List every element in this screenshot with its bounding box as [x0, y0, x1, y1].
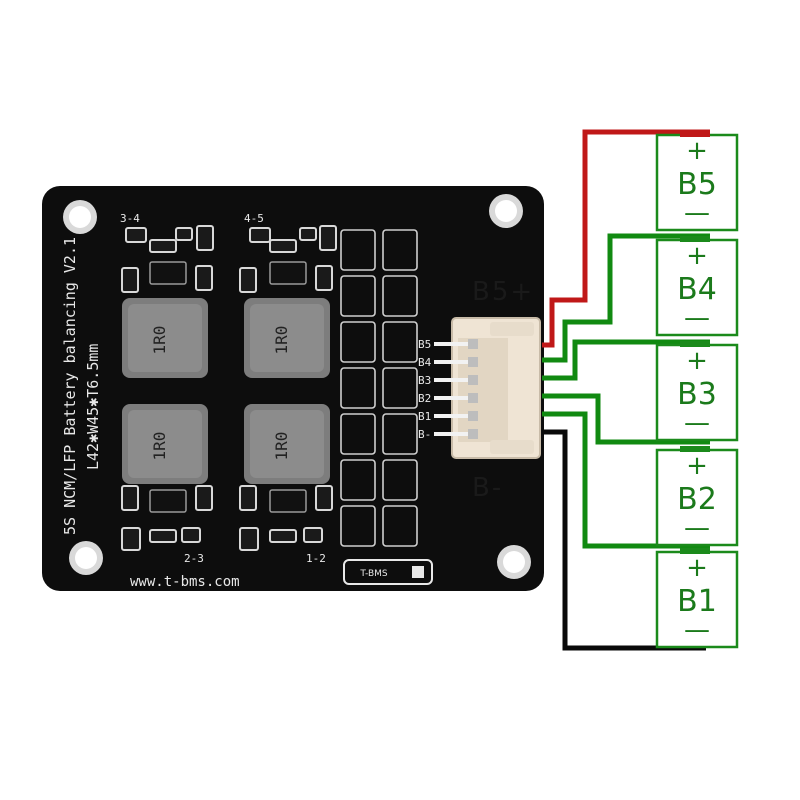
pad	[382, 229, 418, 271]
cell-terminal	[680, 548, 710, 554]
mounting-hole-top-left	[63, 200, 97, 234]
connector-slot	[468, 393, 478, 403]
connector-pin	[434, 396, 470, 400]
pad	[382, 413, 418, 455]
battery-cell-b3: +B3—	[655, 341, 739, 442]
connector-pin	[434, 432, 470, 436]
pad	[382, 275, 418, 317]
pad	[382, 367, 418, 409]
mounting-hole-bottom-right	[497, 545, 531, 579]
pad-grid	[340, 229, 418, 547]
inductor-top-left: 1R0	[122, 298, 208, 378]
battery-cell-b5: +B5—	[655, 131, 739, 232]
inductor-top-right: 1R0	[244, 298, 330, 378]
wire-b3	[542, 339, 710, 381]
sot-transistors	[149, 261, 307, 513]
pad	[340, 321, 376, 363]
inductor-marking: 1R0	[150, 326, 169, 355]
pair-label-2-3: 2-3	[184, 552, 204, 565]
cell-label: B2	[677, 482, 717, 517]
cell-plus-sign: +	[686, 451, 708, 481]
wire-b1	[542, 411, 710, 549]
pad	[382, 321, 418, 363]
wire-b5-positive	[542, 129, 710, 348]
wire-b4	[542, 233, 710, 363]
battery-cells: +B5—+B4—+B3—+B2—+B1—	[655, 131, 739, 649]
inductor-bottom-left: 1R0	[122, 404, 208, 484]
pin-label-b5: B5	[418, 338, 431, 351]
battery-cell-b4: +B4—	[655, 236, 739, 337]
pin-label-b3: B3	[418, 374, 431, 387]
positive-terminal-label: B5+	[472, 277, 534, 307]
cell-terminal	[680, 341, 710, 347]
inductor-marking: 1R0	[150, 432, 169, 461]
wiring	[542, 129, 710, 651]
wire-b-negative	[542, 429, 706, 651]
connector-pin	[434, 378, 470, 382]
tbms-logo: T-BMS	[343, 559, 433, 585]
cell-minus-sign: —	[684, 615, 710, 645]
inductor-marking: 1R0	[272, 432, 291, 461]
mounting-hole-top-right	[489, 194, 523, 228]
pad	[340, 505, 376, 547]
cell-plus-sign: +	[686, 241, 708, 271]
pad	[382, 505, 418, 547]
connector-slot	[468, 357, 478, 367]
website-url: www.t-bms.com	[130, 574, 240, 590]
pad	[340, 229, 376, 271]
board-dimensions: L42✱W45✱T6.5mm	[84, 344, 102, 470]
cell-minus-sign: —	[684, 408, 710, 438]
cell-minus-sign: —	[684, 303, 710, 333]
cell-outline	[655, 550, 739, 649]
logo-text: T-BMS	[359, 569, 388, 579]
cell-plus-sign: +	[686, 346, 708, 376]
connector-pins	[434, 339, 478, 439]
battery-cell-b1: +B1—	[655, 548, 739, 649]
connector-pin	[434, 342, 470, 346]
cell-plus-sign: +	[686, 553, 708, 583]
pin-label-b4: B4	[418, 356, 432, 369]
battery-cell-b2: +B2—	[655, 446, 739, 547]
connector-slot	[468, 339, 478, 349]
cell-terminal	[680, 446, 710, 452]
connector-slot	[468, 375, 478, 385]
pin-label-b-minus: B-	[418, 428, 431, 441]
cell-terminal	[680, 131, 710, 137]
negative-terminal-label: B-	[472, 473, 503, 503]
pcb-board: 5S NCM/LFP Battery balancing V2.1 L42✱W4…	[42, 186, 544, 591]
pin-label-b2: B2	[418, 392, 431, 405]
pin-label-b1: B1	[418, 410, 431, 423]
cell-minus-sign: —	[684, 513, 710, 543]
cell-plus-sign: +	[686, 136, 708, 166]
board-title: 5S NCM/LFP Battery balancing V2.1	[61, 237, 79, 535]
cell-label: B3	[677, 377, 717, 412]
connector-pin	[434, 360, 470, 364]
connector-slot	[468, 411, 478, 421]
pair-label-3-4: 3-4	[120, 212, 140, 225]
jst-connector	[434, 317, 541, 459]
connector-slot	[468, 429, 478, 439]
cell-label: B4	[677, 272, 717, 307]
inductor-bottom-right: 1R0	[244, 404, 330, 484]
cell-label: B1	[677, 584, 717, 619]
smd-components	[121, 225, 337, 551]
pair-label-4-5: 4-5	[244, 212, 264, 225]
cell-label: B5	[677, 167, 717, 202]
pair-label-1-2: 1-2	[306, 552, 326, 565]
pad	[340, 275, 376, 317]
cell-minus-sign: —	[684, 198, 710, 228]
pad	[340, 459, 376, 501]
cell-terminal	[680, 236, 710, 242]
wire-b2	[542, 393, 710, 445]
mounting-hole-bottom-left	[69, 541, 103, 575]
connector-pin	[434, 414, 470, 418]
pad	[382, 459, 418, 501]
pad	[340, 367, 376, 409]
pad	[340, 413, 376, 455]
inductor-marking: 1R0	[272, 326, 291, 355]
